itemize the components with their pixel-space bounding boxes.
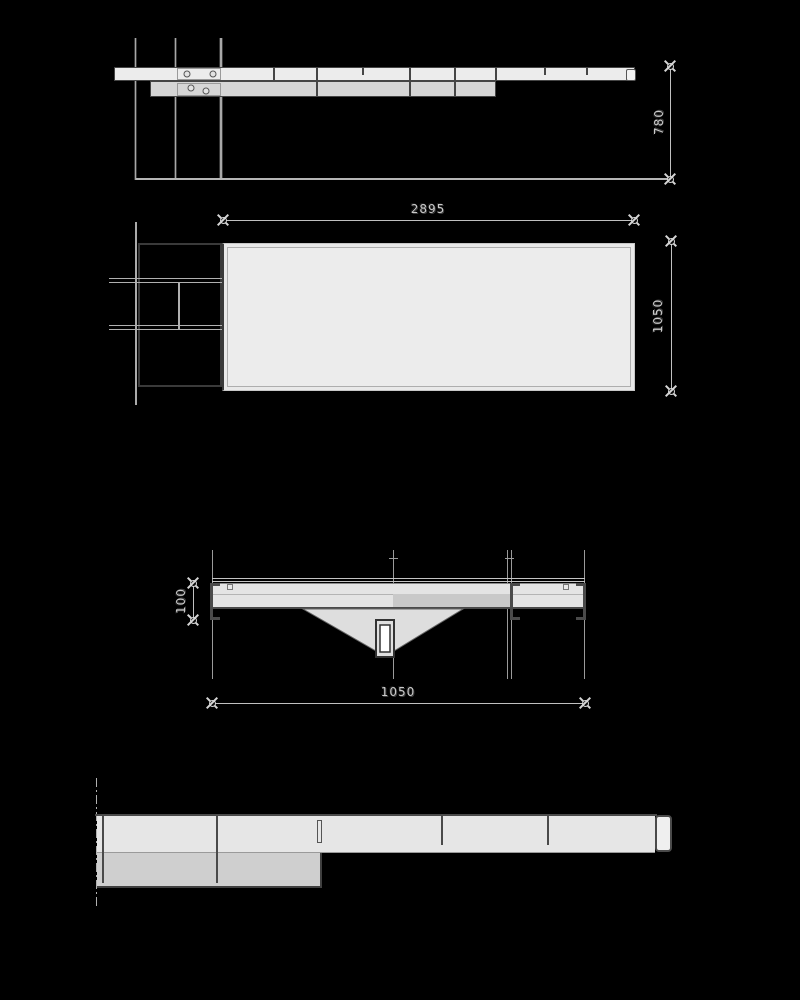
- deck-slab-face: [227, 247, 631, 387]
- beam-divider-line: [97, 852, 655, 853]
- floor-line: [136, 178, 670, 180]
- support-frame: [138, 243, 222, 387]
- dimension-tick: [185, 612, 201, 628]
- deck-top-line: [212, 578, 585, 579]
- frame-inner-line: [178, 282, 180, 329]
- post-line: [174, 38, 177, 180]
- construction-tick: [505, 558, 514, 559]
- dimension-label-width: 1050: [651, 298, 665, 334]
- gusset-and-post-tube: [301, 608, 465, 658]
- post-line: [134, 38, 137, 180]
- clip-notch: [563, 584, 569, 590]
- connection-plate: [177, 83, 221, 96]
- dimension-tick: [662, 58, 678, 74]
- dimension-tick: [626, 212, 642, 228]
- beam-bracket: [317, 820, 322, 843]
- top-rail: [114, 67, 636, 81]
- dimension-line: [670, 66, 671, 179]
- edge-channel: [510, 583, 520, 620]
- dimension-label-depth: 100: [174, 588, 188, 614]
- dimension-line: [193, 583, 194, 620]
- dimension-label-height: 780: [652, 109, 666, 135]
- beam-tick: [547, 816, 549, 845]
- edge-channel: [576, 583, 586, 620]
- construction-tick: [389, 558, 398, 559]
- deck-top-line: [212, 581, 585, 582]
- dimension-label-length: 2895: [410, 202, 446, 216]
- beam-top-edge: [95, 814, 657, 816]
- edge-channel: [210, 583, 220, 620]
- dimension-tick: [204, 695, 220, 711]
- connection-plate: [177, 68, 221, 80]
- screw-icon: [183, 70, 191, 78]
- dimension-tick: [215, 212, 231, 228]
- cross-rail-line: [109, 325, 222, 326]
- dimension-line: [212, 703, 585, 704]
- cross-rail-line: [109, 282, 222, 283]
- frame-edge-line: [135, 222, 137, 405]
- construction-line: [507, 550, 508, 679]
- dimension-tick: [662, 171, 678, 187]
- rail-end-cap: [626, 69, 636, 81]
- screw-icon: [187, 84, 195, 92]
- lower-rail: [150, 81, 496, 97]
- dimension-tick: [577, 695, 593, 711]
- dimension-tick: [663, 383, 679, 399]
- main-beam: [97, 816, 655, 852]
- dimension-line: [671, 241, 672, 391]
- secondary-beam: [97, 853, 322, 888]
- beam-joint-line: [216, 816, 218, 883]
- dimension-line: [223, 220, 634, 221]
- beam-joint-line: [102, 816, 104, 883]
- beam-tick: [441, 816, 443, 845]
- dimension-tick: [663, 233, 679, 249]
- cross-rail-line: [109, 329, 222, 330]
- post-line: [219, 38, 223, 180]
- center-line: [96, 778, 97, 907]
- screw-icon: [202, 87, 210, 95]
- deck-slab: [222, 243, 635, 391]
- dimension-label-section-width: 1050: [380, 685, 416, 699]
- dimension-tick: [185, 575, 201, 591]
- beam-end-cap: [655, 815, 672, 852]
- screw-icon: [209, 70, 217, 78]
- cross-rail-line: [109, 278, 222, 279]
- clip-notch: [227, 584, 233, 590]
- deck-section-mid-band: [393, 594, 511, 607]
